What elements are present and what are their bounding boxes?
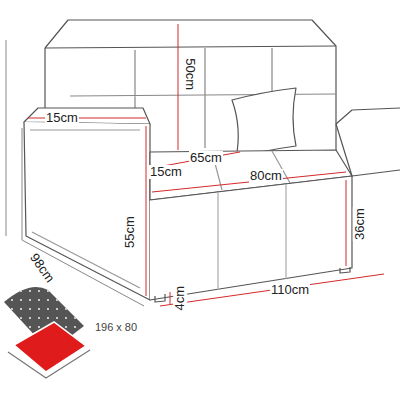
dimension-label: 36cm [353, 207, 367, 241]
dimension-label: 15cm [149, 165, 183, 179]
right-arm [336, 108, 400, 176]
dimension-label: 65cm [189, 151, 223, 165]
dimension-label: 50cm [183, 57, 197, 91]
dimension-lines [28, 24, 384, 306]
dimension-label: 80cm [249, 169, 283, 183]
dimension-label: 55cm [123, 215, 137, 249]
seat-front [150, 176, 352, 300]
bed-size-label: 196 x 80 [94, 321, 138, 333]
bed-icon [4, 287, 90, 378]
seat-front-lines [218, 184, 286, 290]
backrest-edge [45, 46, 336, 48]
dimension-label: 98cm [26, 250, 57, 286]
left-arm-top [24, 108, 150, 124]
dimension-label: 110cm [270, 283, 310, 297]
extension-lines [6, 40, 144, 306]
left-arm-front [24, 122, 150, 300]
dimension-label: 4cm [173, 285, 187, 312]
backrest-side [44, 48, 45, 112]
dimension-label: 15cm [45, 111, 79, 125]
pillow [232, 88, 296, 158]
